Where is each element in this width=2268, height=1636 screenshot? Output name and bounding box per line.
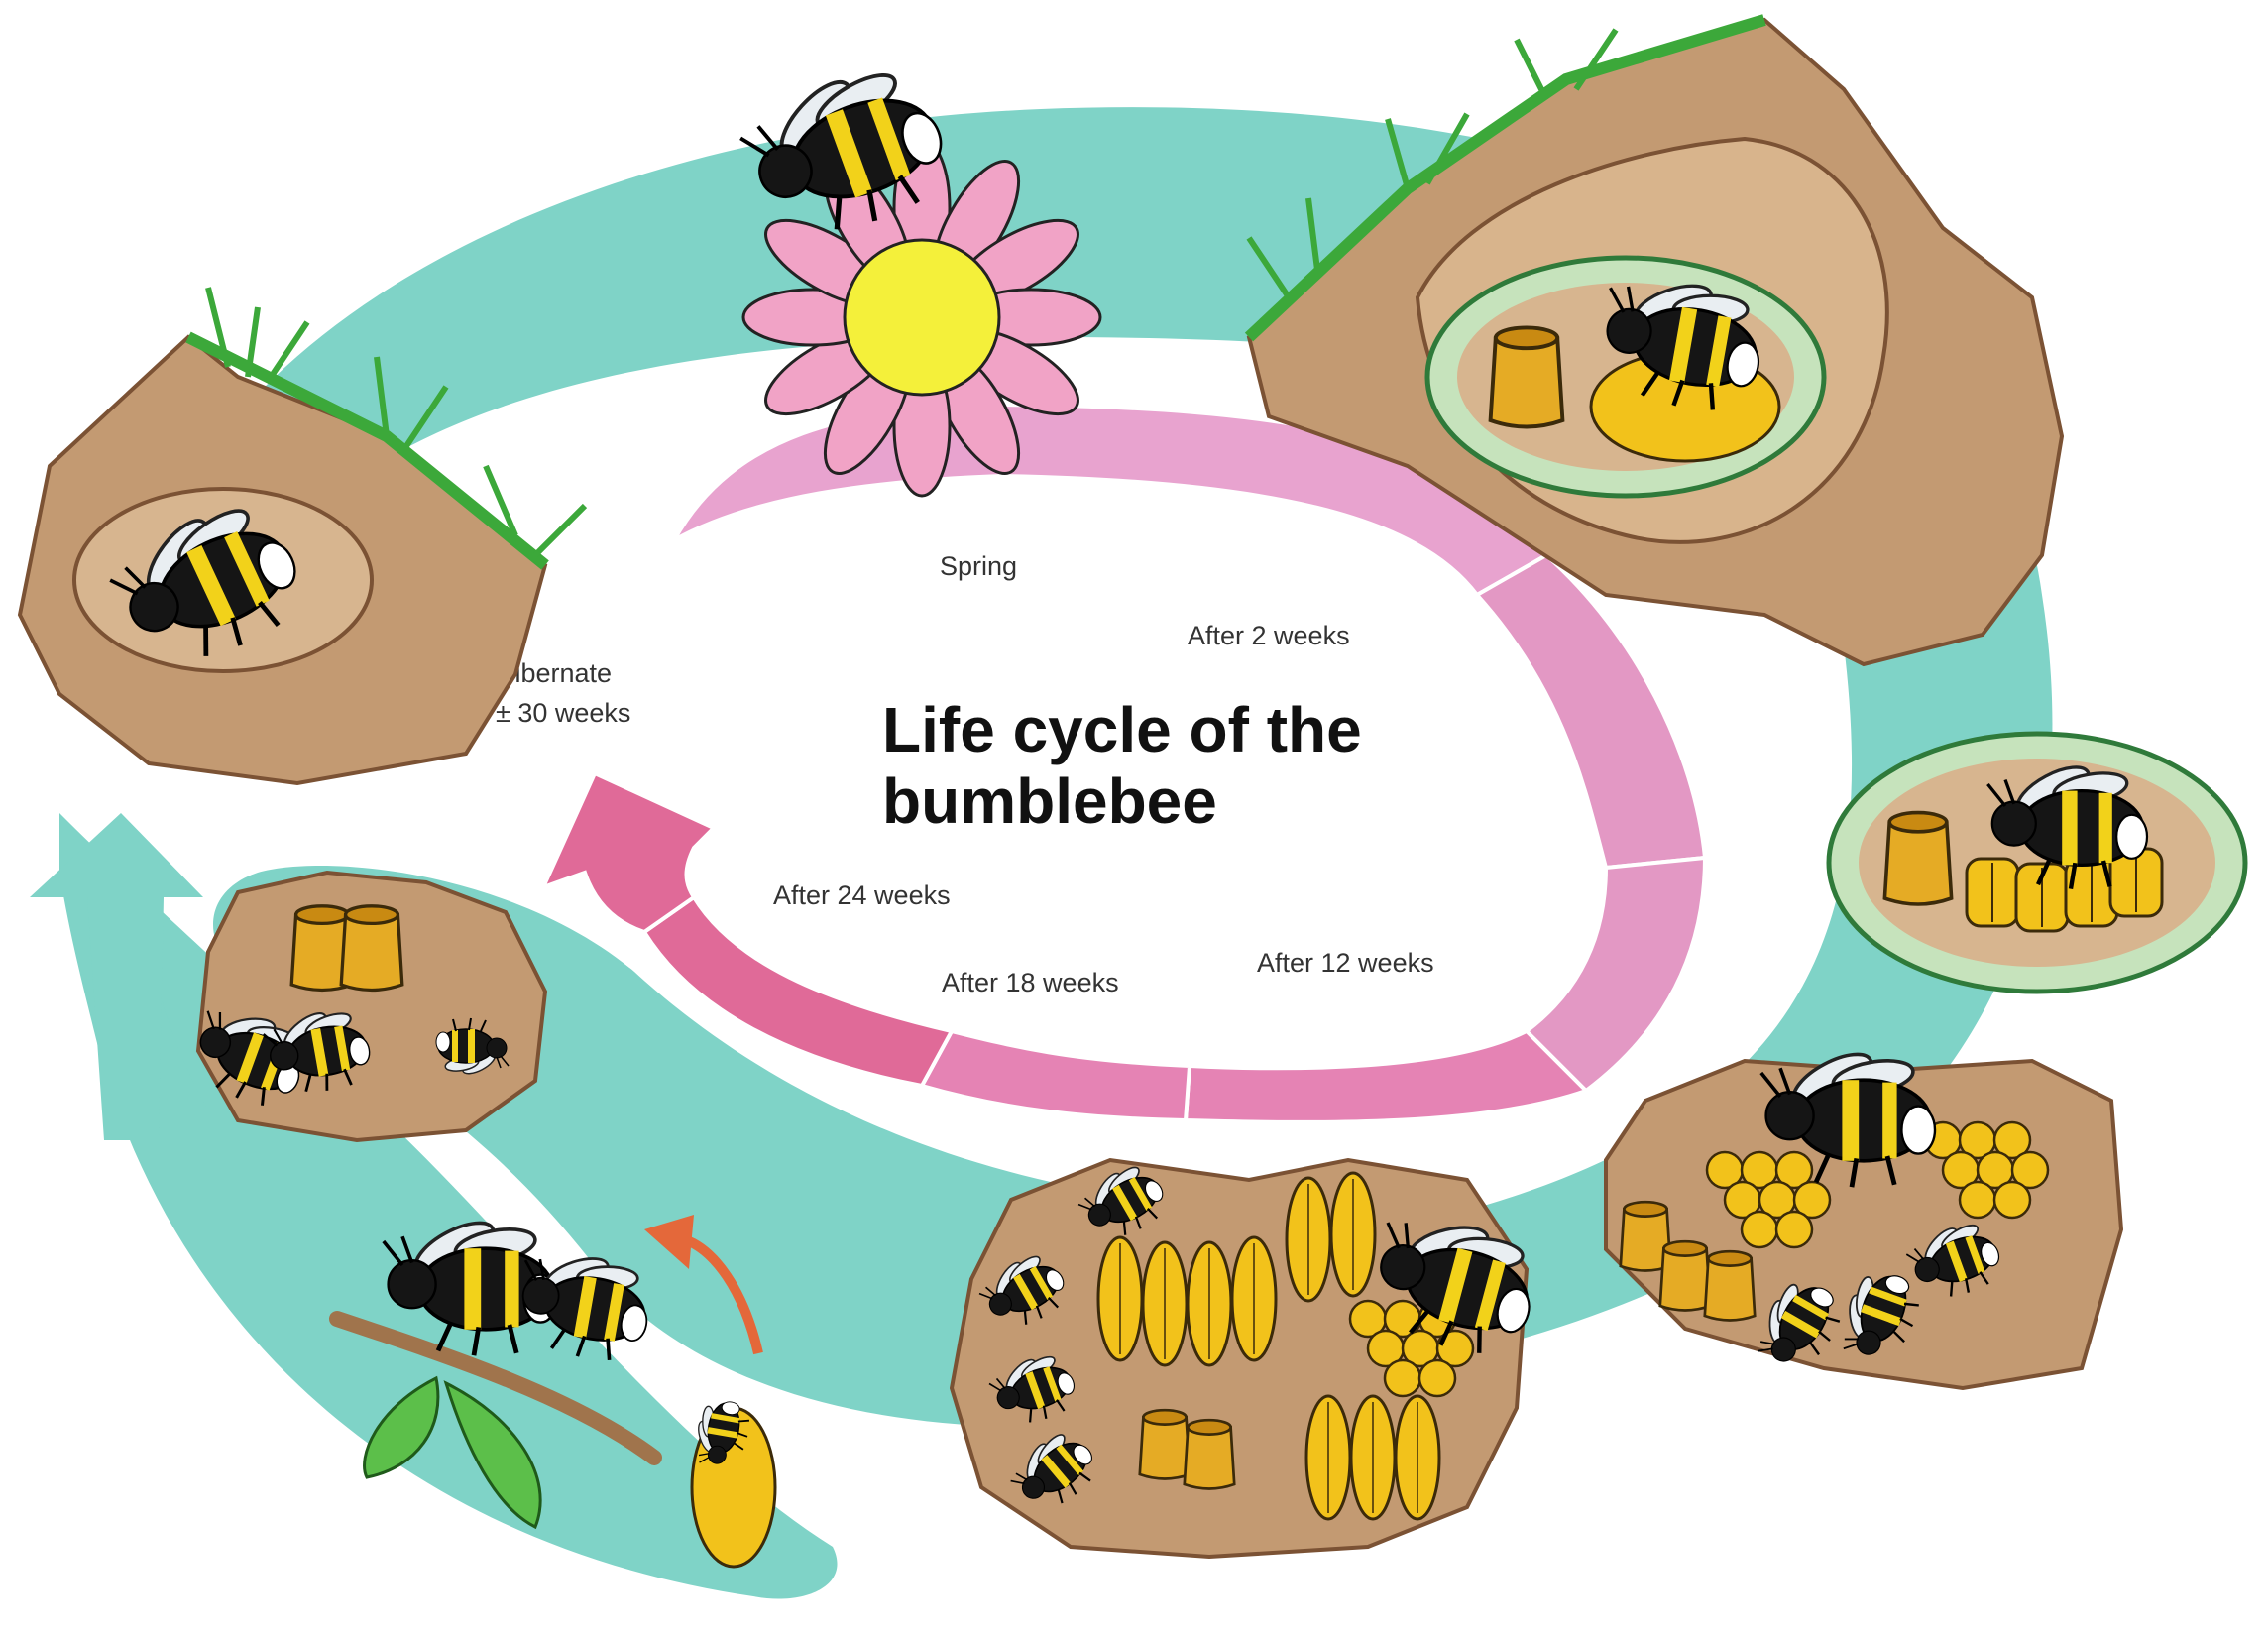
label-spring: Spring — [940, 551, 1017, 581]
honey-pot-icon — [1185, 1420, 1234, 1488]
label-after-12-weeks: After 12 weeks — [1257, 948, 1434, 978]
brood-cell-icon — [1967, 859, 2018, 926]
cocoon-icon — [1351, 1396, 1395, 1519]
cocoon-icon — [1287, 1178, 1330, 1301]
end-of-season-illustration — [183, 873, 545, 1140]
growing-colony-illustration — [1606, 1044, 2121, 1388]
mature-colony-illustration — [952, 1153, 1548, 1557]
first-nest-burrow-illustration — [1249, 20, 2062, 664]
diagram-title-line2: bumblebee — [882, 765, 1217, 837]
honey-pot-icon — [1491, 327, 1563, 426]
honey-pot-icon — [1705, 1251, 1755, 1320]
cocoon-icon — [1396, 1396, 1439, 1519]
cocoon-icon — [1188, 1242, 1231, 1365]
cocoon-icon — [1098, 1237, 1142, 1360]
empty-cell-icon — [341, 906, 402, 991]
label-after-24-weeks: After 24 weeks — [773, 880, 951, 910]
cocoon-icon — [1232, 1237, 1276, 1360]
label-after-18-weeks: After 18 weeks — [942, 968, 1119, 997]
cocoon-icon — [1306, 1396, 1350, 1519]
honey-pot-icon — [1884, 813, 1951, 904]
label-after-2-weeks: After 2 weeks — [1188, 621, 1350, 650]
first-brood-illustration — [1829, 734, 2245, 992]
label-hibernate-duration: ± 30 weeks — [496, 698, 630, 728]
honey-pot-icon — [1660, 1241, 1710, 1310]
cocoon-icon — [1331, 1173, 1375, 1296]
cocoon-icon — [1143, 1242, 1187, 1365]
diagram-title-line1: Life cycle of the — [882, 694, 1362, 765]
honey-pot-icon — [1140, 1410, 1190, 1478]
